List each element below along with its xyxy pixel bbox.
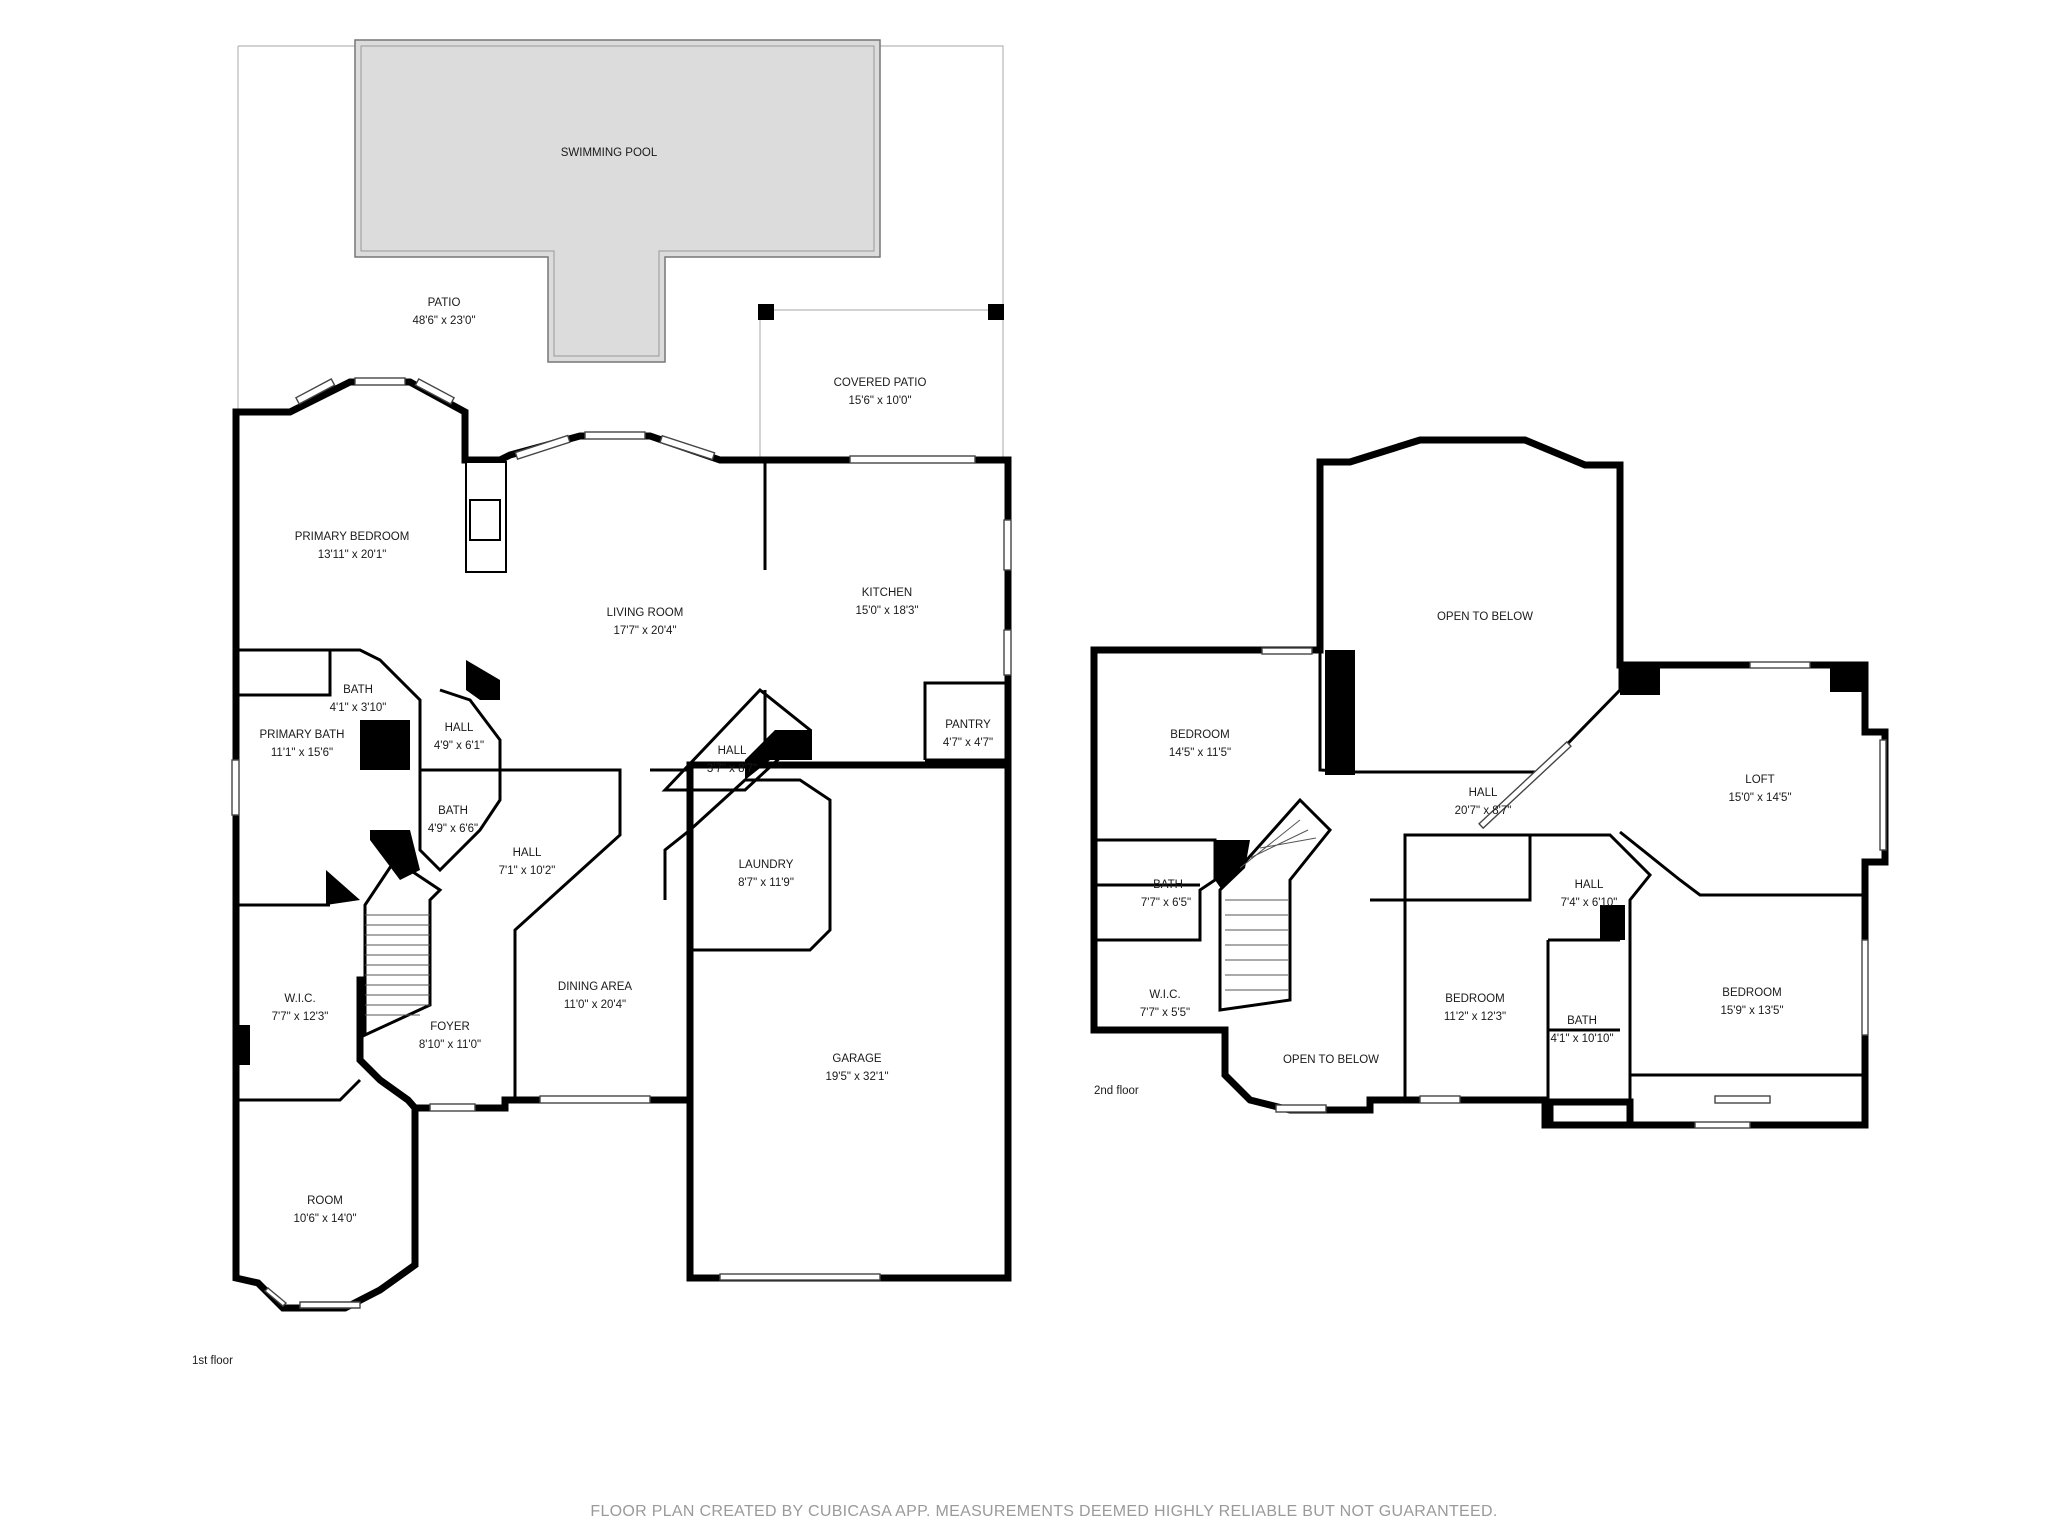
floor-label-1st: 1st floor — [192, 1355, 233, 1367]
footer-disclaimer: FLOOR PLAN CREATED BY CUBICASA APP. MEAS… — [590, 1503, 1497, 1520]
room-size: 7'7" x 6'5" — [1141, 897, 1191, 909]
room-label: HALL — [718, 745, 747, 757]
room-size: 10'6" x 14'0" — [293, 1213, 356, 1225]
swimming-pool — [354, 39, 881, 363]
room-label: PANTRY — [945, 719, 991, 731]
room-label: COVERED PATIO — [834, 377, 927, 389]
room-size: 4'7" x 4'7" — [943, 737, 993, 749]
room-size: 48'6" x 23'0" — [412, 315, 475, 327]
room-size: 15'0" x 14'5" — [1728, 792, 1791, 804]
room-size: 7'1" x 10'2" — [499, 865, 556, 877]
room-label: BATH — [1567, 1015, 1597, 1027]
room-label: BATH — [343, 684, 373, 696]
room-label: ROOM — [307, 1195, 343, 1207]
room-label: BEDROOM — [1722, 987, 1781, 999]
stair — [363, 857, 443, 1038]
room-label: W.I.C. — [1149, 989, 1180, 1001]
room-size: 4'9" x 6'6" — [428, 823, 478, 835]
room-label: HALL — [1469, 787, 1498, 799]
room-size: 14'5" x 11'5" — [1169, 747, 1231, 759]
windows-first-floor — [231, 377, 1012, 1281]
room-label: FOYER — [430, 1021, 470, 1033]
room-size: 4'1" x 3'10" — [330, 702, 387, 714]
garage-walls — [686, 761, 1012, 1282]
room-size: 15'0" x 18'3" — [855, 605, 918, 617]
floor-label-2nd: 2nd floor — [1094, 1085, 1139, 1097]
covered-patio-outline — [759, 309, 1003, 462]
room-size: 20'7" x 8'7" — [1455, 805, 1512, 817]
room-size: 7'4" x 6'10" — [1561, 897, 1618, 909]
room-size: 8'7" x 11'9" — [738, 877, 794, 889]
room-size: 4'9" x 6'1" — [434, 740, 484, 752]
room-label: LAUNDRY — [739, 859, 794, 871]
room-label: OPEN TO BELOW — [1283, 1054, 1379, 1066]
room-label: BEDROOM — [1170, 729, 1229, 741]
exterior-walls — [232, 378, 1012, 1312]
room-size: 7'7" x 12'3" — [272, 1011, 329, 1023]
windows-second-floor — [1261, 647, 1887, 1129]
room-size: 4'1" x 10'10" — [1550, 1033, 1613, 1045]
room-label: LIVING ROOM — [607, 607, 684, 619]
room-label: PATIO — [428, 297, 461, 309]
room-label: PRIMARY BEDROOM — [295, 531, 410, 543]
room-size: 11'1" x 15'6" — [271, 747, 333, 759]
room-size: 11'0" x 20'4" — [564, 999, 626, 1011]
room-label: GARAGE — [832, 1053, 882, 1065]
first-floor-plan — [231, 39, 1012, 1312]
room-label: HALL — [445, 722, 474, 734]
room-label: BATH — [438, 805, 468, 817]
room-label: BATH — [1153, 879, 1183, 891]
room-labels-second-floor: OPEN TO BELOW BEDROOM 14'5" x 11'5" HALL… — [1094, 611, 1792, 1097]
room-size: 8'10" x 11'0" — [419, 1039, 481, 1051]
room-label: BEDROOM — [1445, 993, 1504, 1005]
room-label: W.I.C. — [284, 993, 315, 1005]
room-label: DINING AREA — [558, 981, 632, 993]
room-label: HALL — [513, 847, 542, 859]
room-size: 3'7" x 8'7" — [707, 763, 757, 775]
stair-2 — [1218, 797, 1333, 1012]
room-size: 15'6" x 10'0" — [848, 395, 911, 407]
room-size: 17'7" x 20'4" — [613, 625, 676, 637]
room-label: OPEN TO BELOW — [1437, 611, 1533, 623]
room-label: LOFT — [1745, 774, 1774, 786]
room-label: HALL — [1575, 879, 1604, 891]
room-size: 11'2" x 12'3" — [1444, 1011, 1506, 1023]
room-label: PRIMARY BATH — [260, 729, 345, 741]
room-label: SWIMMING POOL — [561, 147, 658, 159]
room-labels-first-floor: SWIMMING POOL PATIO 48'6" x 23'0" COVERE… — [192, 147, 993, 1367]
room-size: 7'7" x 5'5" — [1140, 1007, 1190, 1019]
room-size: 15'9" x 13'5" — [1720, 1005, 1783, 1017]
room-label: KITCHEN — [862, 587, 912, 599]
room-size: 13'11" x 20'1" — [318, 549, 387, 561]
room-size: 19'5" x 32'1" — [825, 1071, 888, 1083]
second-floor-plan — [1090, 436, 1889, 1129]
